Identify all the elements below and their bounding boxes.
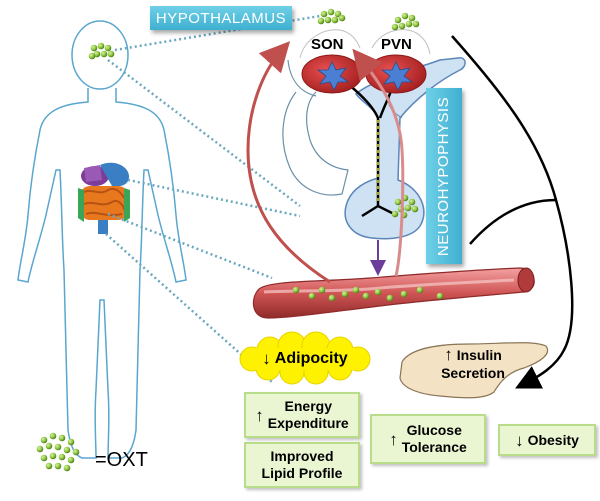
neurohypophysis-label: NEUROHYPOPHYSIS	[426, 88, 462, 264]
up-arrow-icon: ↑	[255, 405, 264, 425]
pancreas-arrow-branch	[469, 198, 557, 245]
pancreas-arrow	[451, 35, 574, 389]
up-arrow-icon: ↑	[444, 345, 453, 364]
pvn-label: PVN	[381, 36, 412, 53]
insulin-line1: Insulin	[456, 347, 502, 363]
obesity-box: ↓ Obesity	[498, 424, 596, 456]
obesity-text: Obesity	[527, 431, 579, 448]
oxt-son-cluster	[317, 8, 346, 25]
feedback-arrows	[246, 41, 405, 284]
energy-line2: Expenditure	[267, 415, 349, 431]
oxt-legend-icon	[36, 432, 80, 472]
neurohypophysis-text: NEUROHYPOPHYSIS	[435, 96, 453, 256]
adipocity-cloud	[239, 331, 371, 385]
lipid-profile-box: Improved Lipid Profile	[244, 442, 360, 488]
glucose-line2: Tolerance	[401, 439, 467, 455]
pancreas-shape	[399, 342, 549, 399]
hypothalamus-label: HYPOTHALAMUS	[150, 6, 292, 30]
lipid-line1: Improved	[270, 448, 334, 464]
son-label: SON	[311, 36, 344, 53]
human-body-outline	[17, 20, 187, 459]
oxt-head-cluster	[88, 42, 115, 60]
glucose-line1: Glucose	[406, 422, 462, 438]
up-arrow-icon: ↑	[389, 429, 398, 449]
oxt-legend-label: =OXT	[95, 449, 148, 471]
pvn-nucleus	[365, 54, 427, 94]
adipocity-label: ↓ Adipocity	[240, 346, 370, 372]
insulin-secretion-label: ↑Insulin Secretion	[414, 346, 532, 388]
oxt-pvn-cluster	[391, 12, 420, 31]
down-arrow-icon: ↓	[262, 349, 271, 368]
gi-tract-icon	[78, 162, 130, 234]
energy-line1: Energy	[284, 398, 332, 414]
glucose-tolerance-box: ↑ Glucose Tolerance	[370, 414, 486, 464]
down-arrow-icon: ↓	[515, 430, 524, 450]
energy-expenditure-box: ↑ Energy Expenditure	[244, 392, 360, 438]
insulin-line2: Secretion	[441, 365, 505, 381]
blood-vessel	[252, 267, 535, 319]
son-nucleus	[301, 54, 363, 94]
lipid-line2: Lipid Profile	[261, 465, 343, 481]
adipocity-text: Adipocity	[274, 350, 348, 367]
